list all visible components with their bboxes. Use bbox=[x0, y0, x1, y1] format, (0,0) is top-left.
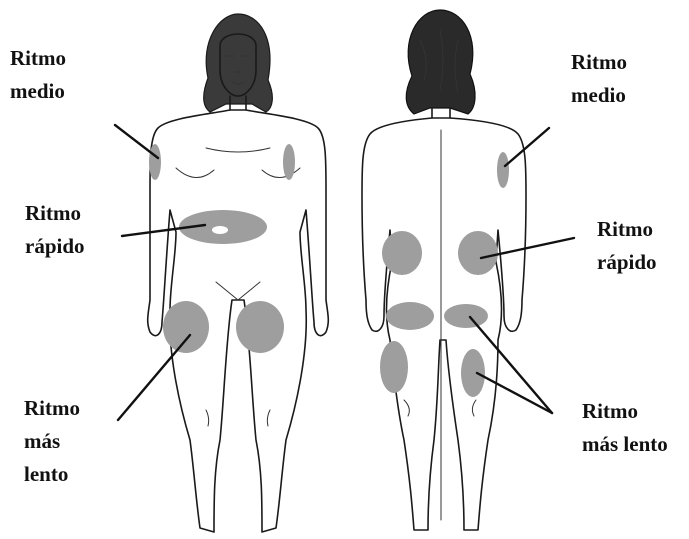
label-front-rapido-line-2: rápido bbox=[25, 230, 85, 263]
front-hair bbox=[204, 14, 273, 112]
back-right-arm-zone bbox=[497, 152, 509, 188]
label-back-lento-line-1: Ritmo bbox=[582, 395, 668, 428]
label-back-rapido-line-2: rápido bbox=[597, 246, 657, 279]
back-right-buttock-zone bbox=[444, 304, 488, 328]
label-front-lento-line-1: Ritmo bbox=[24, 392, 80, 425]
label-front-medio: Ritmo medio bbox=[10, 42, 66, 108]
label-back-rapido: Ritmo rápido bbox=[597, 213, 657, 279]
label-back-medio-line-1: Ritmo bbox=[571, 46, 627, 79]
back-left-buttock-zone bbox=[386, 302, 434, 330]
label-back-medio-line-2: medio bbox=[571, 79, 627, 112]
back-hair bbox=[406, 10, 475, 114]
back-figure bbox=[362, 10, 526, 530]
back-right-thigh-zone bbox=[461, 349, 485, 397]
back-left-thigh-zone bbox=[380, 341, 408, 393]
label-front-rapido: Ritmo rápido bbox=[25, 197, 85, 263]
back-left-flank-zone bbox=[382, 231, 422, 275]
pointer-front-lento bbox=[118, 335, 190, 420]
label-back-rapido-line-1: Ritmo bbox=[597, 213, 657, 246]
front-figure bbox=[148, 14, 329, 532]
label-front-lento: Ritmo más lento bbox=[24, 392, 80, 491]
label-front-medio-line-1: Ritmo bbox=[10, 42, 66, 75]
label-back-medio: Ritmo medio bbox=[571, 46, 627, 112]
front-left-thigh-zone bbox=[163, 301, 209, 353]
front-right-thigh-zone bbox=[236, 301, 284, 353]
label-back-lento: Ritmo más lento bbox=[582, 395, 668, 461]
label-front-lento-line-3: lento bbox=[24, 458, 80, 491]
label-front-lento-line-2: más bbox=[24, 425, 80, 458]
front-right-arm-zone bbox=[283, 144, 295, 180]
back-right-flank-zone bbox=[458, 231, 498, 275]
pointer-back-medio bbox=[505, 128, 549, 166]
label-front-medio-line-2: medio bbox=[10, 75, 66, 108]
label-front-rapido-line-1: Ritmo bbox=[25, 197, 85, 230]
pointer-back-lento-b bbox=[477, 373, 552, 413]
front-left-arm-zone bbox=[149, 144, 161, 180]
label-back-lento-line-2: más lento bbox=[582, 428, 668, 461]
